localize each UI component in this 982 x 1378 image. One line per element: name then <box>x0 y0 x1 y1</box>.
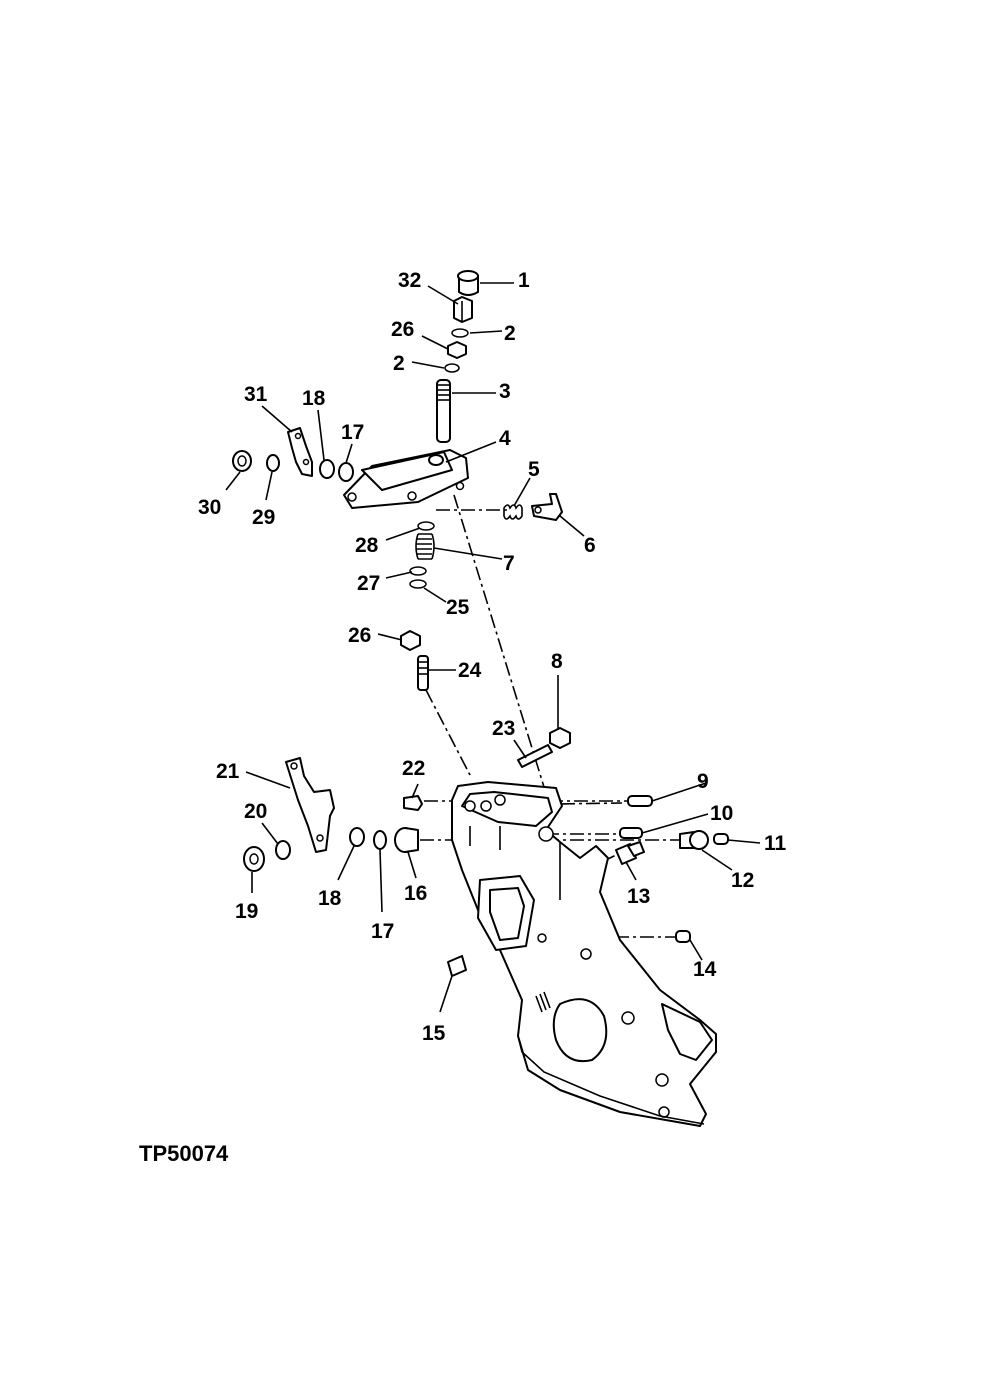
callout-31: 31 <box>244 383 268 406</box>
nut-part-19 <box>243 846 265 872</box>
washer-part-2-upper <box>451 328 469 338</box>
bracket-part-31 <box>287 427 313 477</box>
washer-part-18-upper <box>319 459 335 479</box>
callout-24: 24 <box>458 659 482 682</box>
fitting-part-13 <box>615 841 645 865</box>
cap-part-1 <box>457 270 479 296</box>
callout-32: 32 <box>398 269 421 292</box>
nut-part-8 <box>549 727 571 749</box>
callout-9: 9 <box>697 770 709 793</box>
pin-part-10 <box>619 827 643 839</box>
callout-22: 22 <box>402 757 425 780</box>
callout-30: 30 <box>198 496 221 519</box>
main-housing <box>451 781 717 1127</box>
callout-18-lower: 18 <box>318 887 342 910</box>
callout-16: 16 <box>404 882 427 905</box>
callout-2-upper: 2 <box>504 322 516 345</box>
washer-part-20 <box>275 840 291 860</box>
callout-3: 3 <box>499 380 511 403</box>
spring-part-5 <box>503 504 523 520</box>
callout-8: 8 <box>551 650 563 673</box>
fitting-part-32 <box>453 296 473 323</box>
callout-25: 25 <box>446 596 470 619</box>
plug-part-15 <box>447 955 467 977</box>
pin-part-22 <box>403 795 423 811</box>
callout-14: 14 <box>693 958 717 981</box>
washer-part-28 <box>417 521 435 531</box>
leader-lines <box>225 282 761 1013</box>
nut-part-26-upper <box>447 341 467 359</box>
bushing-part-16 <box>394 827 419 853</box>
callout-7: 7 <box>503 552 515 575</box>
bushing-part-12 <box>679 830 709 850</box>
callout-28: 28 <box>355 534 379 557</box>
callout-19: 19 <box>235 900 258 923</box>
callout-2-lower: 2 <box>393 352 405 375</box>
callout-21: 21 <box>216 760 240 783</box>
lever-part-21 <box>285 757 335 853</box>
washer-part-25 <box>409 579 427 589</box>
callout-6: 6 <box>584 534 596 557</box>
stud-part-23 <box>517 744 553 768</box>
washer-part-18-lower <box>349 827 365 847</box>
callout-4: 4 <box>499 427 511 450</box>
oring-part-17-upper <box>338 462 354 482</box>
washer-part-27 <box>409 566 427 576</box>
callout-17-upper: 17 <box>341 421 364 444</box>
callout-11: 11 <box>764 832 787 855</box>
washer-part-29 <box>266 454 280 472</box>
callout-20: 20 <box>244 800 267 823</box>
threaded-pin-part-3 <box>436 379 451 443</box>
plug-part-14 <box>675 930 691 943</box>
callout-29: 29 <box>252 506 275 529</box>
cover-part-4 <box>343 449 469 509</box>
lever-part-6 <box>531 493 563 521</box>
callout-1: 1 <box>518 269 530 292</box>
callout-5: 5 <box>528 458 540 481</box>
nut-part-30 <box>232 450 252 472</box>
callout-23: 23 <box>492 717 515 740</box>
spring-part-7 <box>415 533 435 560</box>
callout-12: 12 <box>731 869 754 892</box>
callout-26-lower: 26 <box>348 624 371 647</box>
callout-labels: 1 32 26 2 2 3 31 18 17 4 5 30 29 6 28 7 … <box>198 269 787 1045</box>
figure-id: TP50074 <box>139 1141 229 1166</box>
callout-27: 27 <box>357 572 380 595</box>
oring-part-17-lower <box>373 830 387 850</box>
stud-part-24 <box>417 655 429 691</box>
callout-10: 10 <box>710 802 733 825</box>
plug-part-11 <box>713 833 729 845</box>
callout-15: 15 <box>422 1022 446 1045</box>
washer-part-2-lower <box>444 363 460 373</box>
pin-part-9 <box>627 795 653 807</box>
nut-part-26-lower <box>400 630 421 651</box>
callout-17-lower: 17 <box>371 920 394 943</box>
callout-18-upper: 18 <box>302 387 326 410</box>
callout-13: 13 <box>627 885 650 908</box>
callout-26-upper: 26 <box>391 318 414 341</box>
